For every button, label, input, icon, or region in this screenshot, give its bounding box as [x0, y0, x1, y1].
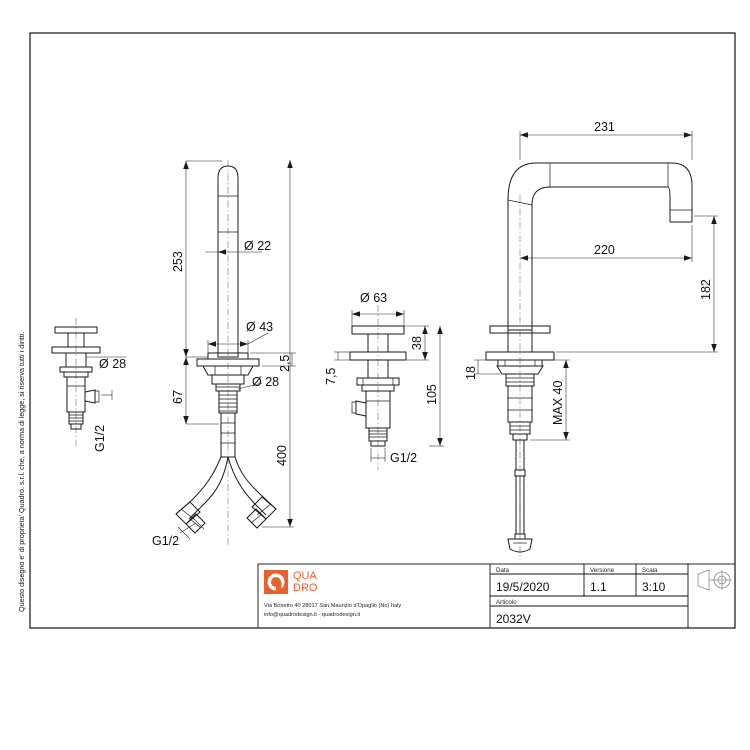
field-value-versione: 1.1: [590, 580, 607, 594]
quadro-logo: QUA DRO: [264, 570, 318, 594]
dim-max-40: MAX 40: [551, 380, 565, 425]
dim-231: 231: [594, 120, 615, 134]
company-contact: info@quadrodesign.it - quadrodesign.it: [264, 612, 361, 618]
dim-182: 182: [699, 279, 713, 300]
view-middle-handle-valve: Ø 63 38 7,5 105 G1/2: [324, 291, 444, 470]
svg-text:Questo disegno e' di proprieta: Questo disegno e' di proprieta' Quadro. …: [17, 332, 26, 612]
field-value-data: 19/5/2020: [496, 580, 550, 594]
dim-d43: Ø 43: [246, 320, 273, 334]
dim-18: 18: [464, 366, 478, 380]
dim-left-d28: Ø 28: [99, 357, 126, 371]
field-value-articolo: 2032V: [496, 612, 531, 626]
field-label-articolo: Articolo: [496, 599, 517, 606]
view-left-handle-valve: Ø 28 G1/2: [51, 318, 126, 452]
view-center-spout-assembly: 253 Ø 22 Ø 43 2,5 67 Ø 28 400: [152, 160, 296, 548]
logo-text-line2: DRO: [293, 582, 318, 594]
dim-7-5: 7,5: [324, 368, 338, 385]
dim-400: 400: [275, 445, 289, 466]
dim-220: 220: [594, 243, 615, 257]
dim-middle-g12: G1/2: [390, 451, 417, 465]
dim-2-5: 2,5: [278, 355, 292, 372]
copyright-note: Questo disegno e' di proprieta' Quadro. …: [17, 332, 26, 612]
field-label-versione: Versione: [590, 567, 615, 574]
field-label-data: Data: [496, 567, 510, 574]
dim-105: 105: [425, 384, 439, 405]
dim-d22: Ø 22: [244, 239, 271, 253]
dim-253: 253: [171, 251, 185, 272]
dim-38: 38: [410, 336, 424, 350]
dim-center-d28: Ø 28: [252, 375, 279, 389]
title-block: QUA DRO Via Bonetto 40 28017 San Maurizi…: [257, 563, 736, 629]
dim-d63: Ø 63: [360, 291, 387, 305]
field-label-scala: Scala: [642, 567, 658, 574]
company-address: Via Bonetto 40 28017 San Maurizio d'Opag…: [264, 603, 401, 609]
dim-67: 67: [171, 390, 185, 404]
first-angle-projection-icon: [697, 569, 732, 591]
field-value-scala: 3:10: [642, 580, 666, 594]
logo-text-line1: QUA: [293, 570, 318, 582]
dim-center-g12: G1/2: [152, 534, 179, 548]
dim-left-g12: G1/2: [93, 425, 107, 452]
sheet-border: [29, 32, 736, 629]
view-right-swan-spout: 231 220 182 18 MAX 40: [464, 120, 718, 560]
